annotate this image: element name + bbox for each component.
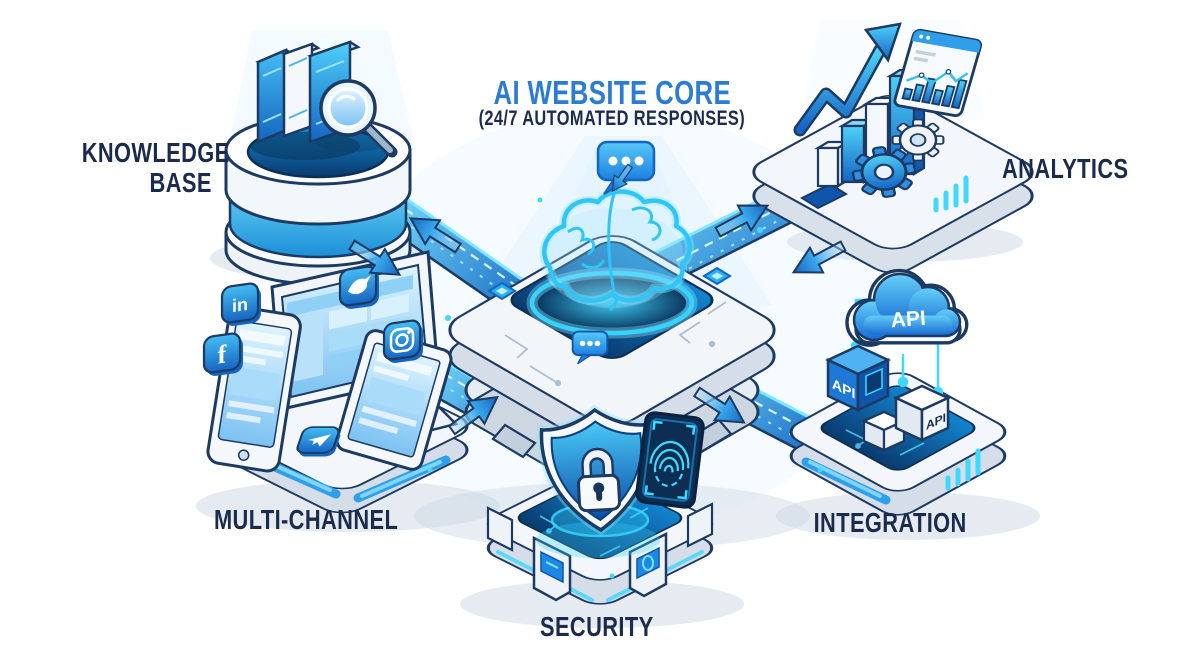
equalizer-bars — [933, 175, 969, 213]
facebook-icon: f — [202, 332, 243, 376]
corner-tab — [628, 531, 668, 598]
dashboard-window-icon — [893, 28, 983, 117]
equalizer-bars — [945, 448, 981, 491]
facebook-glyph: f — [218, 339, 227, 369]
growth-arrow-icon — [793, 22, 902, 137]
node-analytics — [752, 22, 1034, 274]
front-notch — [491, 423, 537, 459]
hologram-pedestal — [538, 276, 686, 330]
node-integration: API API API — [789, 268, 1007, 516]
api-cloud-icon: API — [845, 268, 969, 347]
instagram-icon — [382, 319, 423, 363]
fingerprint-scanner-icon — [635, 411, 705, 509]
linkedin-glyph: in — [232, 294, 248, 316]
circuit-traces — [539, 507, 649, 557]
page-title: AI WEBSITE CORE — [493, 74, 731, 111]
label-security: SECURITY — [540, 611, 654, 642]
corner-tab — [532, 535, 572, 602]
ribbon-port — [799, 182, 849, 210]
gear-icon — [891, 118, 945, 162]
telegram-icon — [296, 426, 341, 457]
page-subtitle: (24/7 AUTOMATED RESPONSES) — [478, 107, 746, 130]
api-cube-icon: API — [893, 384, 951, 442]
sparkle-dots — [427, 197, 823, 579]
label-multi-channel: MULTI-CHANNEL — [213, 504, 399, 535]
rim-chip — [702, 266, 732, 286]
api-cube-icon: API — [825, 344, 891, 412]
rim-chip — [487, 281, 517, 301]
database-cylinder-icon — [224, 114, 412, 286]
magnifying-glass-icon — [316, 79, 398, 158]
brain-hologram-icon — [539, 187, 695, 312]
gear-icon — [851, 146, 917, 198]
node-security — [486, 404, 714, 605]
node-knowledge-base — [224, 40, 412, 286]
label-analytics: ANALYTICS — [1002, 153, 1129, 184]
linkedin-icon: in — [220, 282, 261, 326]
corner-tab — [486, 502, 714, 552]
label-integration: INTEGRATION — [813, 507, 967, 538]
chat-bubble-icon — [571, 330, 609, 365]
label-knowledge-base: KNOWLEDGE BASE — [81, 137, 230, 199]
node-multi-channel: in f — [202, 250, 469, 514]
twitter-icon — [338, 265, 379, 309]
api-cloud-label: API — [890, 307, 927, 332]
smartphone-icon — [206, 305, 302, 473]
shield-lock-icon — [537, 404, 656, 536]
